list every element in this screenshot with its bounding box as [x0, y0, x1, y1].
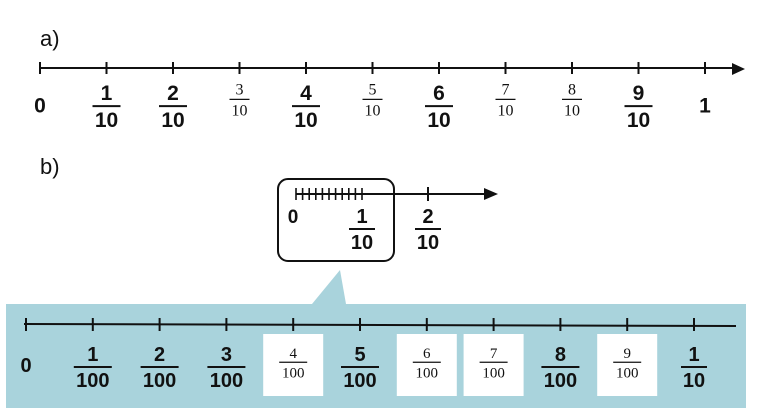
part-b-tick-label-numerator: 3	[221, 344, 232, 366]
part-a-tick-label-numerator: 7	[502, 82, 510, 99]
part-a-tick-label-numerator: 8	[568, 82, 576, 99]
part-b-tick-label-numerator: 8	[555, 344, 566, 366]
part-b-tick-label-denominator: 100	[143, 370, 176, 392]
part-a-tick-label: 110	[92, 82, 121, 132]
part-b-tick-label: 110	[681, 344, 707, 392]
part-b-tick-label-numerator: 1	[87, 344, 98, 366]
part-b-tick-label-denominator: 100	[76, 370, 109, 392]
part-b-tick-label-numerator: 9	[623, 346, 631, 362]
part-b-tick-label-denominator: 100	[210, 370, 243, 392]
part-a-tick-label: 310	[229, 82, 250, 119]
part-a-tick-label-denominator: 10	[627, 109, 650, 132]
part-b-tick-label-numerator: 5	[354, 344, 365, 366]
part-a-tick-label-denominator: 10	[161, 109, 184, 132]
part-a-tick-label-denominator: 10	[294, 109, 317, 132]
part-a-tick-label-numerator: 6	[433, 82, 445, 105]
part-b-tick-label-denominator: 100	[482, 365, 505, 381]
part-a-tick-label: 710	[495, 82, 516, 119]
part-b-label: b)	[40, 154, 60, 179]
zoom-label-denominator: 10	[417, 232, 439, 254]
part-a-arrowhead	[732, 63, 745, 75]
zoom-label-denominator: 10	[351, 232, 373, 254]
zoom-label: 210	[415, 206, 441, 254]
part-b-tick-label-denominator: 100	[282, 365, 305, 381]
part-b-tick-label-numerator: 1	[688, 344, 699, 366]
part-a-tick-label: 1	[699, 94, 711, 117]
part-a-tick-label: 510	[362, 82, 383, 119]
part-a-tick-label-value: 0	[34, 94, 46, 117]
part-b-tick-label-numerator: 2	[154, 344, 165, 366]
callout-pointer	[312, 270, 346, 304]
part-a-tick-label: 210	[159, 82, 187, 132]
part-a-tick-label-denominator: 10	[232, 102, 248, 119]
part-a-tick-label-numerator: 2	[167, 82, 179, 105]
part-a-tick-label-numerator: 4	[300, 82, 312, 105]
part-a-tick-label-value: 1	[699, 94, 711, 117]
part-a-tick-label-numerator: 1	[101, 82, 113, 105]
part-a-tick-label-denominator: 10	[564, 102, 580, 119]
part-a-tick-label-numerator: 5	[369, 82, 377, 99]
part-b-tick-label-numerator: 7	[490, 346, 498, 362]
zoom-label: 0	[288, 207, 299, 228]
part-a-tick-label-denominator: 10	[498, 102, 514, 119]
part-b-tick-label-numerator: 6	[423, 346, 431, 362]
part-b-label-box	[396, 334, 457, 396]
part-b-tick-label-denominator: 100	[544, 370, 577, 392]
part-b-tick-label-denominator: 100	[616, 365, 639, 381]
part-a-tick-label: 410	[292, 82, 320, 132]
part-a-tick-label-denominator: 10	[427, 109, 450, 132]
zoom-label-numerator: 1	[356, 206, 367, 228]
part-a-tick-label: 810	[562, 82, 582, 119]
part-b-tick-label-denominator: 100	[416, 365, 439, 381]
part-b-tick-label-denominator: 10	[683, 370, 705, 392]
part-a-label: a)	[40, 26, 60, 51]
part-a-tick-label-denominator: 10	[365, 102, 381, 119]
zoom-box	[277, 178, 395, 262]
part-b-label-box	[597, 334, 658, 396]
zoom-label: 110	[349, 206, 375, 254]
part-b-label-box	[263, 334, 324, 396]
zoom-arrowhead	[484, 188, 498, 200]
part-b-axis	[23, 323, 737, 327]
part-b-label-box	[463, 334, 524, 396]
part-b-tick-label-numerator: 4	[289, 346, 297, 362]
part-a-tick-label-denominator: 10	[95, 109, 118, 132]
zoom-label-numerator: 2	[422, 206, 433, 228]
part-a-tick-label-numerator: 9	[633, 82, 645, 105]
part-b-tick-label: 0	[20, 355, 31, 377]
part-b-tick-label-denominator: 100	[343, 370, 376, 392]
part-a-tick-label: 610	[425, 82, 453, 132]
part-a-tick-label-numerator: 3	[236, 82, 244, 99]
part-a-tick-label: 0	[34, 94, 46, 117]
part-a-tick-label: 910	[624, 82, 653, 132]
